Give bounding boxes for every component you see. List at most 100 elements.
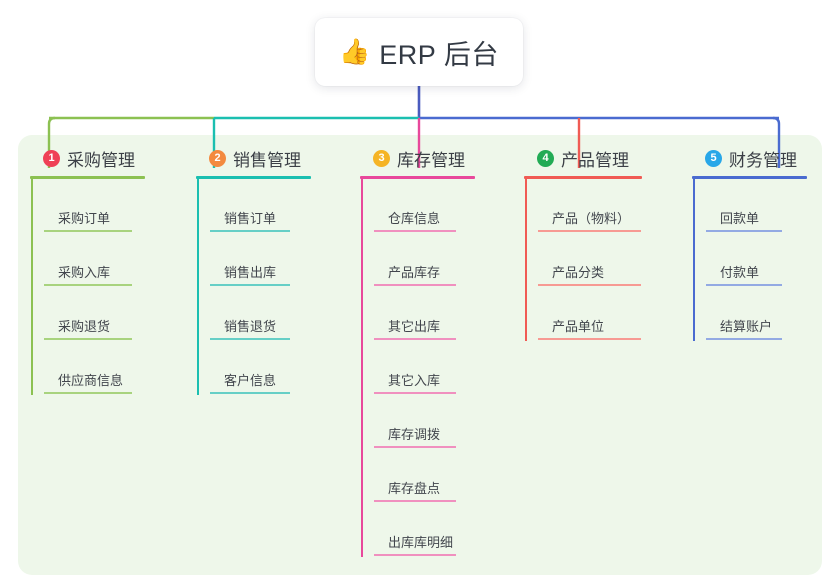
leaf-underline — [44, 284, 132, 286]
branch-header-3[interactable]: 3 库存管理 — [360, 146, 475, 170]
leaf-node[interactable]: 库存调拨 — [374, 398, 475, 452]
leaf-label: 产品分类 — [552, 265, 605, 280]
root-node[interactable]: 👍 ERP 后台 — [315, 18, 523, 86]
leaf-underline — [538, 284, 641, 286]
leaf-label: 产品（物料） — [552, 211, 631, 226]
leaf-node[interactable]: 其它入库 — [374, 344, 475, 398]
leaf-node[interactable]: 付款单 — [706, 236, 807, 290]
branch-spine-5 — [693, 179, 695, 341]
leaf-label: 供应商信息 — [58, 373, 124, 388]
leaf-label: 出库库明细 — [388, 535, 454, 550]
branch-header-5[interactable]: 5 财务管理 — [692, 146, 807, 170]
leaf-underline — [374, 338, 456, 340]
branch-badge-1: 1 — [43, 149, 60, 167]
leaf-node[interactable]: 客户信息 — [210, 344, 311, 398]
branch-leaves-5: 回款单付款单结算账户 — [692, 179, 807, 344]
leaf-node[interactable]: 产品（物料） — [538, 182, 642, 236]
branch-title-5: 财务管理 — [729, 150, 797, 170]
leaf-underline — [706, 338, 782, 340]
branch-underline-5 — [692, 176, 807, 179]
leaf-underline — [210, 284, 290, 286]
leaf-node[interactable]: 销售出库 — [210, 236, 311, 290]
branch-1: 1 采购管理采购订单采购入库采购退货供应商信息 — [30, 146, 145, 398]
branch-underline-1 — [30, 176, 145, 179]
leaf-label: 客户信息 — [224, 373, 277, 388]
leaf-label: 付款单 — [720, 265, 760, 280]
leaf-label: 其它出库 — [388, 319, 441, 334]
leaf-underline — [44, 230, 132, 232]
leaf-underline — [706, 230, 782, 232]
leaf-label: 产品单位 — [552, 319, 605, 334]
leaf-node[interactable]: 回款单 — [706, 182, 807, 236]
branch-header-4[interactable]: 4 产品管理 — [524, 146, 642, 170]
branch-3: 3 库存管理仓库信息产品库存其它出库其它入库库存调拨库存盘点出库库明细 — [360, 146, 475, 560]
leaf-underline — [44, 392, 132, 394]
leaf-label: 结算账户 — [720, 319, 773, 334]
leaf-label: 回款单 — [720, 211, 760, 226]
leaf-underline — [706, 284, 782, 286]
branch-badge-2: 2 — [209, 149, 226, 167]
branch-badge-3: 3 — [373, 149, 390, 167]
leaf-node[interactable]: 供应商信息 — [44, 344, 145, 398]
leaf-node[interactable]: 产品库存 — [374, 236, 475, 290]
thumbs-up-icon: 👍 — [339, 37, 371, 66]
leaf-node[interactable]: 销售订单 — [210, 182, 311, 236]
root-node-label: ERP 后台 — [379, 39, 499, 70]
leaf-underline — [210, 338, 290, 340]
leaf-label: 销售出库 — [224, 265, 277, 280]
leaf-node[interactable]: 产品单位 — [538, 290, 642, 344]
leaf-label: 采购退货 — [58, 319, 111, 334]
branch-spine-2 — [197, 179, 199, 395]
leaf-underline — [210, 392, 290, 394]
leaf-label: 采购入库 — [58, 265, 111, 280]
leaf-node[interactable]: 采购退货 — [44, 290, 145, 344]
branch-leaves-1: 采购订单采购入库采购退货供应商信息 — [30, 179, 145, 398]
branch-underline-4 — [524, 176, 642, 179]
leaf-node[interactable]: 采购入库 — [44, 236, 145, 290]
branch-underline-3 — [360, 176, 475, 179]
leaf-underline — [374, 230, 456, 232]
branch-underline-2 — [196, 176, 311, 179]
leaf-label: 产品库存 — [388, 265, 441, 280]
leaf-underline — [538, 338, 641, 340]
branch-title-1: 采购管理 — [67, 150, 135, 170]
leaf-underline — [374, 392, 456, 394]
branch-header-2[interactable]: 2 销售管理 — [196, 146, 311, 170]
leaf-node[interactable]: 采购订单 — [44, 182, 145, 236]
leaf-label: 销售订单 — [224, 211, 277, 226]
branch-title-4: 产品管理 — [561, 150, 629, 170]
branch-leaves-3: 仓库信息产品库存其它出库其它入库库存调拨库存盘点出库库明细 — [360, 179, 475, 560]
branch-5: 5 财务管理回款单付款单结算账户 — [692, 146, 807, 344]
leaf-node[interactable]: 产品分类 — [538, 236, 642, 290]
branch-title-3: 库存管理 — [397, 150, 465, 170]
branch-4: 4 产品管理产品（物料） 产品分类产品单位 — [524, 146, 642, 344]
branch-2: 2 销售管理销售订单销售出库销售退货客户信息 — [196, 146, 311, 398]
leaf-underline — [538, 230, 641, 232]
leaf-node[interactable]: 销售退货 — [210, 290, 311, 344]
leaf-node[interactable]: 结算账户 — [706, 290, 807, 344]
branch-title-2: 销售管理 — [233, 150, 301, 170]
leaf-underline — [374, 500, 456, 502]
leaf-underline — [374, 554, 456, 556]
leaf-underline — [374, 284, 456, 286]
leaf-underline — [210, 230, 290, 232]
branch-badge-4: 4 — [537, 149, 554, 167]
leaf-label: 销售退货 — [224, 319, 277, 334]
leaf-node[interactable]: 其它出库 — [374, 290, 475, 344]
branch-badge-5: 5 — [705, 149, 722, 167]
branch-header-1[interactable]: 1 采购管理 — [30, 146, 145, 170]
leaf-label: 其它入库 — [388, 373, 441, 388]
branch-leaves-4: 产品（物料） 产品分类产品单位 — [524, 179, 642, 344]
leaf-node[interactable]: 库存盘点 — [374, 452, 475, 506]
leaf-node[interactable]: 仓库信息 — [374, 182, 475, 236]
leaf-label: 仓库信息 — [388, 211, 441, 226]
leaf-node[interactable]: 出库库明细 — [374, 506, 475, 560]
branch-leaves-2: 销售订单销售出库销售退货客户信息 — [196, 179, 311, 398]
branch-spine-1 — [31, 179, 33, 395]
branch-spine-3 — [361, 179, 363, 557]
leaf-label: 采购订单 — [58, 211, 111, 226]
leaf-label: 库存调拨 — [388, 427, 441, 442]
branch-spine-4 — [525, 179, 527, 341]
leaf-label: 库存盘点 — [388, 481, 441, 496]
